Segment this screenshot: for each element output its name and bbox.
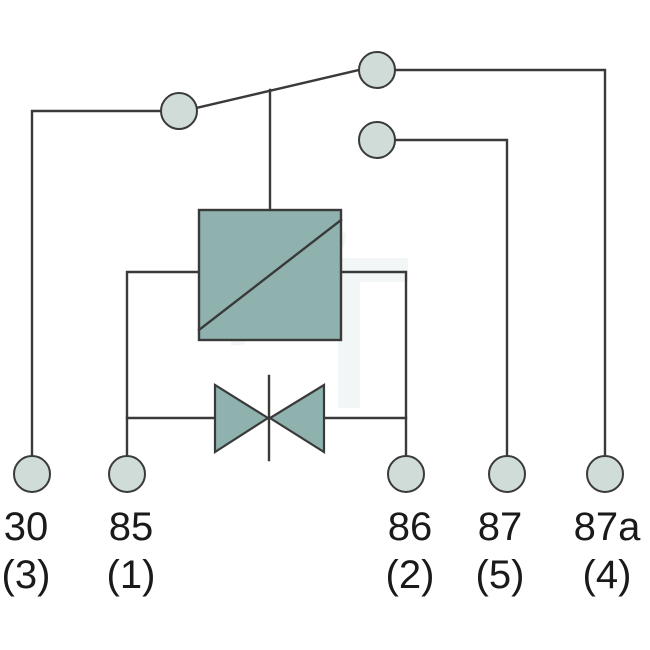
wire-87a [394,68,607,460]
contact-87 [358,121,396,159]
label-86-number: 86 [388,505,433,549]
wire-86 [339,270,408,460]
terminals [13,455,624,493]
contact-87a [358,51,396,89]
label-87-number: 87 [478,505,523,549]
relay-coil [197,208,343,342]
terminal-labels: 30 (3) 85 (1) 86 (2) 87 (5) 87a (4) [2,505,642,597]
switch-contacts [160,51,396,159]
terminal-86 [387,455,425,493]
wire-30 [30,109,164,460]
switch-lever [194,68,361,110]
label-85-pin: (1) [107,553,156,597]
label-30-pin: (3) [2,553,51,597]
suppression-diode [213,374,326,462]
switch-pivot-contact [160,92,198,130]
label-87a-pin: (4) [583,553,632,597]
wire-85 [125,270,201,460]
wire-87 [394,138,509,460]
terminal-87a [586,455,624,493]
terminal-85 [108,455,146,493]
label-85-number: 85 [109,505,154,549]
label-87-pin: (5) [476,553,525,597]
terminal-87 [488,455,526,493]
wires [30,68,607,460]
label-86-pin: (2) [386,553,435,597]
terminal-30 [13,455,51,493]
label-30-number: 30 [4,505,49,549]
label-87a-number: 87a [574,505,641,549]
